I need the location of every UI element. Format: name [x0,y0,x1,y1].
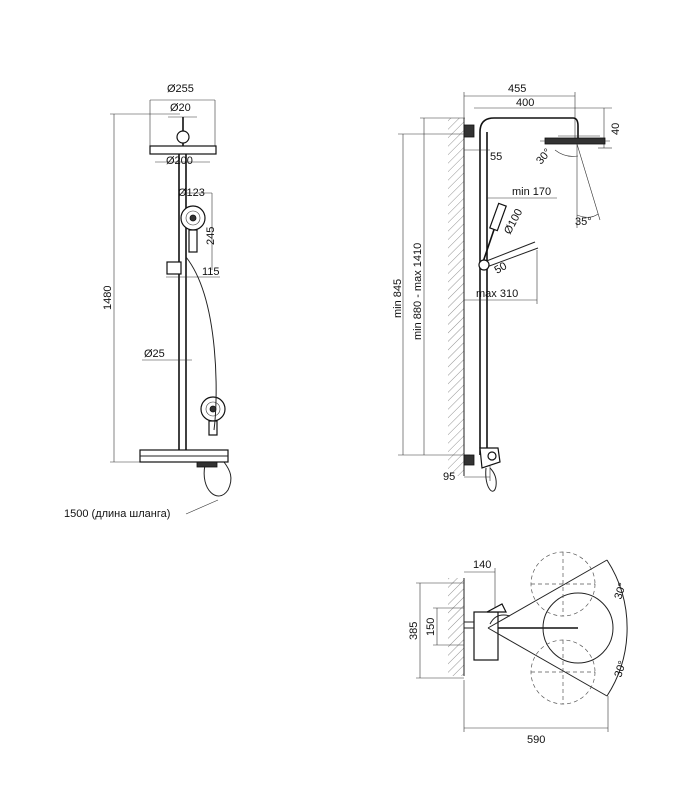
label-55: 55 [490,151,502,163]
label-50: 50 [493,260,510,277]
shower-head-top [542,592,614,664]
label-d123: Ø123 [178,187,205,199]
label-d20: Ø20 [170,102,191,114]
label-1480: 1480 [102,286,114,310]
label-115: 115 [202,266,220,278]
shower-head-front [149,145,217,155]
front-view [110,99,232,515]
side-view [398,92,612,492]
label-angle-30-bottom: 30° [612,659,629,679]
wall-hatch [448,118,464,476]
label-angle-30-top: 30° [612,581,629,601]
label-245: 245 [205,227,217,245]
label-d25: Ø25 [144,348,165,360]
label-max-310: max 310 [476,288,518,300]
label-angle-35: 35° [575,216,592,228]
label-95: 95 [443,471,455,483]
label-590: 590 [527,734,545,746]
label-min-170: min 170 [512,186,551,198]
holder-bracket [166,261,182,275]
thermostat-top [473,611,499,661]
label-385: 385 [408,622,420,640]
label-hose-length: 1500 (длина шланга) [64,508,170,520]
label-455: 455 [508,83,526,95]
label-d255: Ø255 [167,83,194,95]
top-view [416,551,628,732]
label-400: 400 [516,97,534,109]
label-min-845: min 845 [392,279,404,318]
label-40: 40 [610,123,622,135]
label-150: 150 [425,618,437,636]
label-140: 140 [473,559,491,571]
label-range: min 880 - max 1410 [412,243,424,340]
label-angle-30: 30° [534,146,554,166]
label-d200: Ø200 [166,155,193,167]
label-d100: Ø100 [502,207,525,236]
